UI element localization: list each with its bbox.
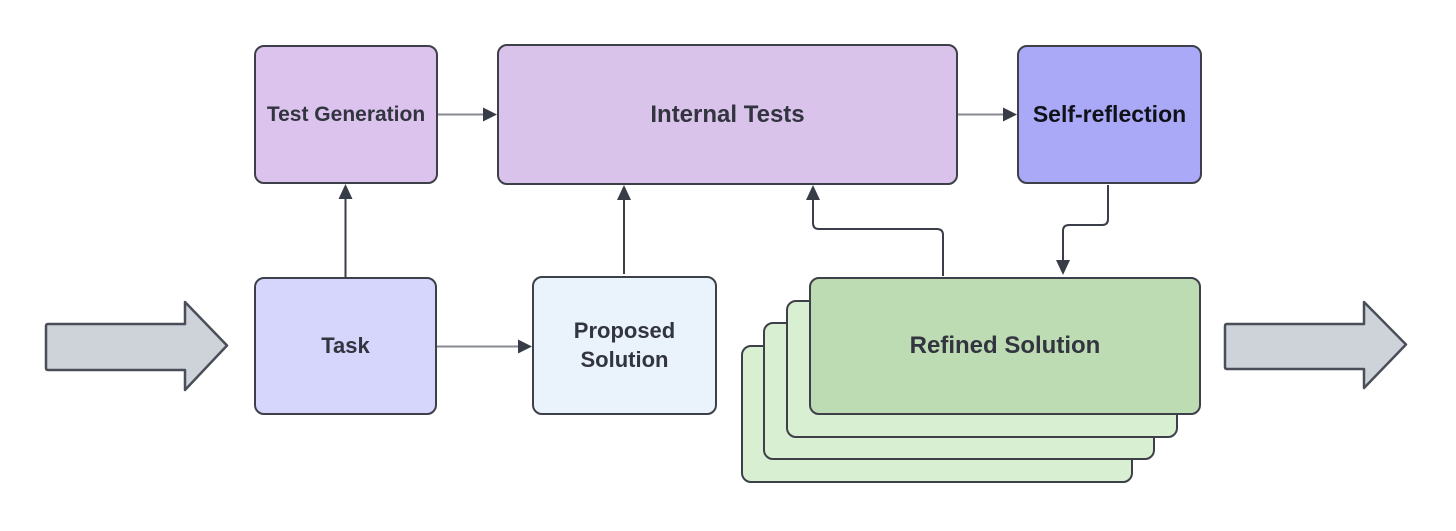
- node-proposed-solution-label: Proposed Solution: [573, 317, 676, 372]
- node-self-reflection-label: Self-reflection: [1032, 100, 1187, 127]
- connector-internal-tests-to-self-reflection: [958, 107, 1017, 122]
- flow-in-arrow: [44, 300, 229, 392]
- connector-task-to-test-generation: [338, 184, 353, 277]
- node-refined-solution: Refined Solution: [809, 277, 1201, 415]
- node-task: Task: [254, 277, 437, 415]
- connector-refined-solution-to-internal-tests: [806, 185, 944, 276]
- flow-out-arrow: [1223, 300, 1408, 390]
- node-refined-solution-label: Refined Solution: [909, 332, 1101, 360]
- node-test-generation-label: Test Generation: [266, 102, 426, 126]
- connector-test-generation-to-internal-tests: [438, 107, 497, 122]
- node-proposed-solution: Proposed Solution: [532, 276, 717, 415]
- node-task-label: Task: [321, 332, 370, 358]
- node-internal-tests-label: Internal Tests: [650, 100, 805, 128]
- connector-proposed-solution-to-internal-tests: [617, 185, 631, 274]
- node-internal-tests: Internal Tests: [497, 44, 958, 185]
- node-test-generation: Test Generation: [254, 45, 438, 184]
- connector-task-to-proposed-solution: [437, 339, 532, 354]
- node-self-reflection: Self-reflection: [1017, 45, 1202, 184]
- connector-self-reflection-to-refined-solution: [1056, 185, 1109, 275]
